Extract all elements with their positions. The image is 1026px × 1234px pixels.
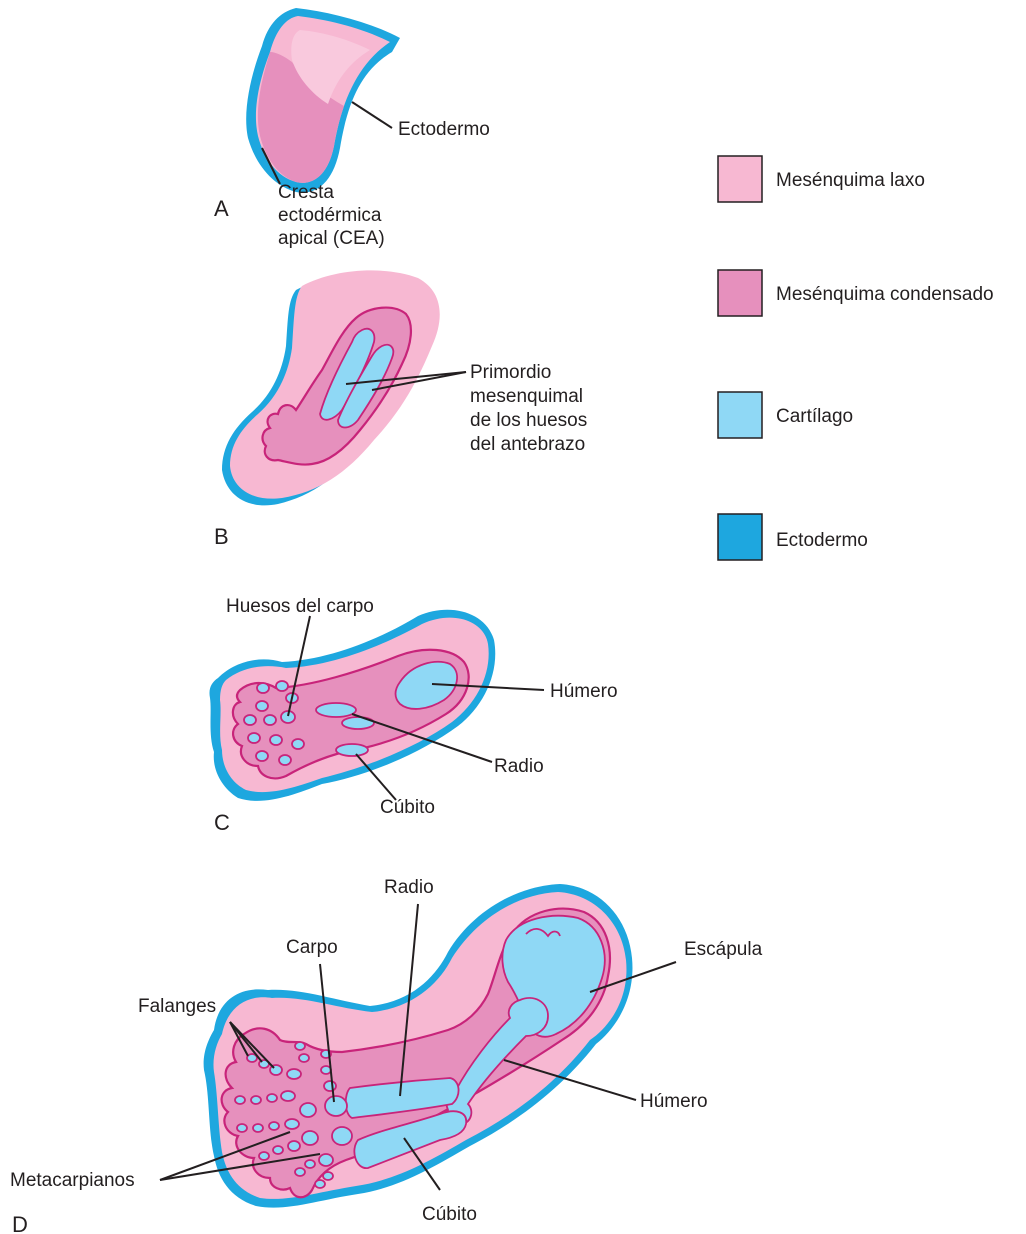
label-primordio-4: del antebrazo	[470, 434, 585, 455]
label-cubito-c: Cúbito	[380, 797, 435, 818]
panel-letter-c: C	[214, 810, 230, 835]
legend-swatch-laxo	[718, 156, 762, 202]
legend-label-laxo: Mesénquima laxo	[776, 170, 925, 191]
label-humero-c: Húmero	[550, 681, 618, 702]
legend-swatch-condensado	[718, 270, 762, 316]
panel-a: Ectodermo Cresta ectodérmica apical (CEA…	[214, 8, 490, 249]
label-radio-c: Radio	[494, 756, 544, 777]
label-cea-1: Cresta	[278, 182, 334, 203]
label-humero-d: Húmero	[640, 1091, 708, 1112]
label-cea-2: ectodérmica	[278, 205, 382, 226]
panel-letter-d: D	[12, 1212, 28, 1234]
legend-label-ectodermo: Ectodermo	[776, 530, 868, 551]
legend-label-condensado: Mesénquima condensado	[776, 284, 994, 305]
label-carpo-d: Carpo	[286, 937, 338, 958]
label-radio-d: Radio	[384, 877, 434, 898]
panel-c-ulna-2	[336, 744, 368, 756]
panel-c-radius	[316, 703, 356, 717]
label-ectodermo-a: Ectodermo	[398, 119, 490, 140]
legend: Mesénquima laxo Mesénquima condensado Ca…	[718, 156, 994, 560]
label-falanges: Falanges	[138, 996, 216, 1017]
panel-d: Radio Carpo Escápula Falanges Húmero Met…	[10, 877, 763, 1234]
label-huesos-carpo: Huesos del carpo	[226, 596, 374, 617]
label-primordio-1: Primordio	[470, 362, 551, 383]
panel-c: Huesos del carpo Húmero Radio Cúbito C	[209, 596, 617, 835]
label-primordio-2: mesenquimal	[470, 386, 583, 407]
label-cea-3: apical (CEA)	[278, 228, 385, 249]
label-metacarpianos: Metacarpianos	[10, 1170, 135, 1191]
legend-swatch-ectodermo	[718, 514, 762, 560]
panel-c-ulna	[342, 717, 374, 729]
legend-label-cartilago: Cartílago	[776, 406, 853, 427]
panel-b: Primordio mesenquimal de los huesos del …	[214, 270, 587, 549]
panel-letter-b: B	[214, 524, 229, 549]
label-primordio-3: de los huesos	[470, 410, 587, 431]
label-escapula: Escápula	[684, 939, 763, 960]
panel-letter-a: A	[214, 196, 229, 221]
legend-swatch-cartilago	[718, 392, 762, 438]
label-cubito-d: Cúbito	[422, 1204, 477, 1225]
